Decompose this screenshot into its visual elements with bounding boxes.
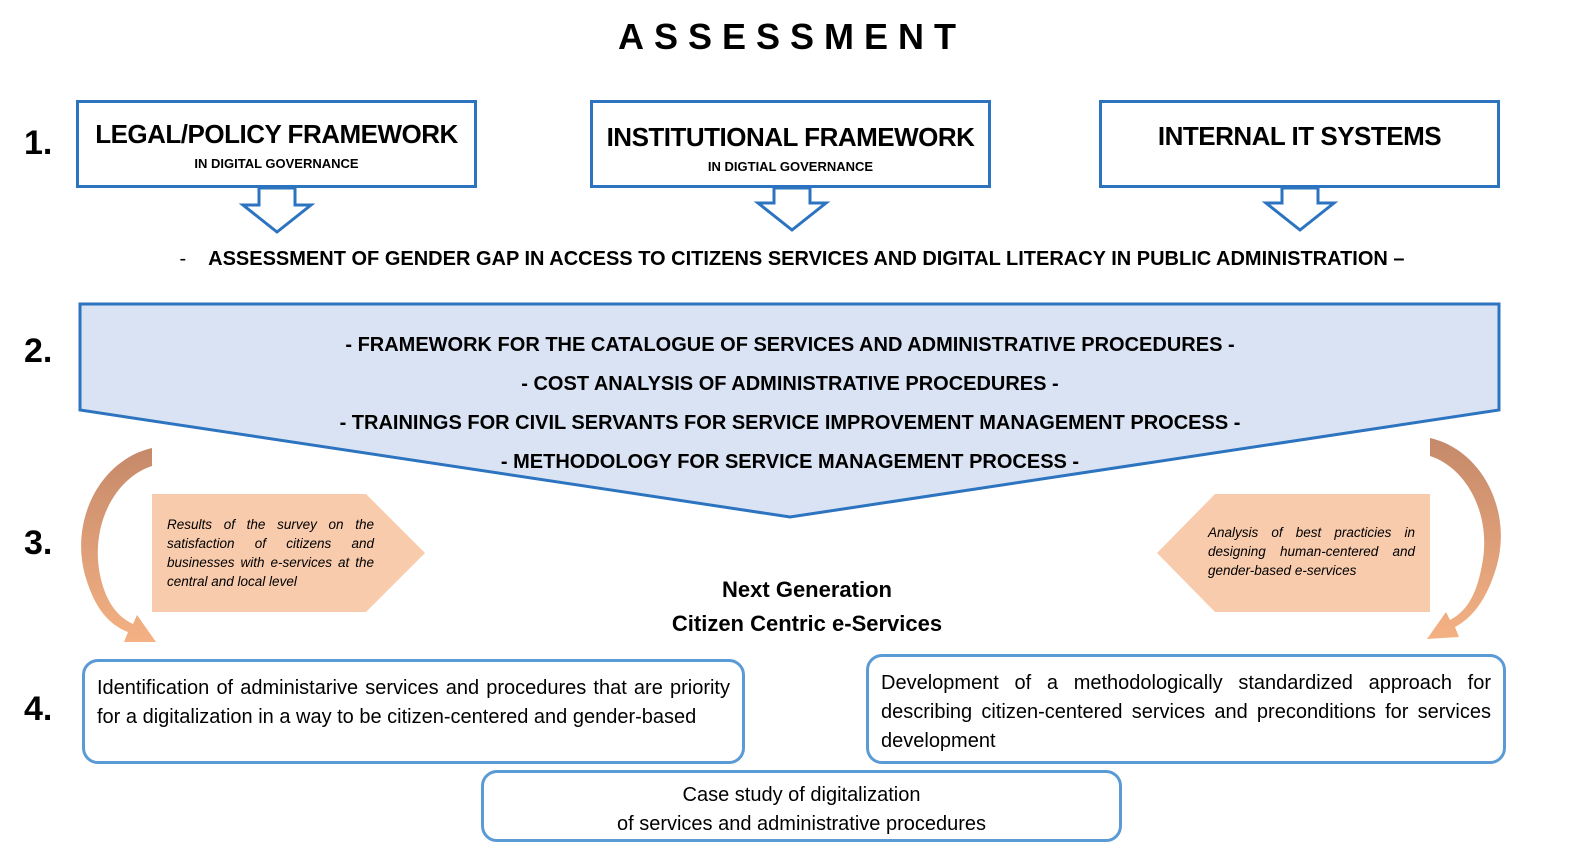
- framework-subtitle: IN DIGTIAL GOVERNANCE: [707, 159, 874, 174]
- step-number-3: 3.: [24, 524, 53, 562]
- right-curved-arrow: [1427, 438, 1501, 639]
- step2-item: - FRAMEWORK FOR THE CATALOGUE OF SERVICE…: [345, 334, 1235, 356]
- survey-results-note: Results of the survey on the satisfactio…: [167, 517, 374, 589]
- step2-item: - METHODOLOGY FOR SERVICE MANAGEMENT PRO…: [500, 451, 1080, 473]
- next-generation-label: Next Generation Citizen Centric e-Servic…: [607, 577, 1007, 637]
- step-number-1: 1.: [24, 124, 53, 162]
- step-number-2: 2.: [24, 332, 53, 370]
- right-note-shape: [1157, 494, 1430, 612]
- step2-funnel: [78, 302, 1501, 519]
- framework-title: INTERNAL IT SYSTEMS: [1157, 121, 1442, 151]
- left-note-shape: [152, 494, 425, 612]
- gender-gap-dash: -: [179, 248, 187, 270]
- outcome-development-text: Development of a methodologically standa…: [881, 672, 1491, 752]
- step-number-4: 4.: [24, 690, 53, 728]
- framework-title: INSTITUTIONAL FRAMEWORK: [606, 122, 975, 152]
- case-study-line1: Case study of digitalization: [682, 784, 921, 806]
- left-curved-arrow: [81, 448, 156, 642]
- framework-box-internal-it: INTERNAL IT SYSTEMS: [1099, 100, 1500, 188]
- framework-title: LEGAL/POLICY FRAMEWORK: [95, 119, 458, 149]
- outcome-box-identification: Identification of administarive services…: [82, 659, 745, 764]
- framework-box-institutional: INSTITUTIONAL FRAMEWORK IN DIGTIAL GOVER…: [590, 100, 991, 188]
- case-study-line2: of services and administrative procedure…: [616, 813, 987, 835]
- down-arrow-3: [1261, 186, 1339, 232]
- outcome-identification-text: Identification of administarive services…: [97, 677, 730, 728]
- step2-item-list: - FRAMEWORK FOR THE CATALOGUE OF SERVICE…: [80, 330, 1500, 486]
- next-generation-line1: Next Generation: [722, 577, 892, 602]
- gender-gap-assessment: -ASSESSMENT OF GENDER GAP IN ACCESS TO C…: [0, 248, 1584, 271]
- gender-gap-text: ASSESSMENT OF GENDER GAP IN ACCESS TO CI…: [208, 248, 1405, 270]
- next-generation-line2: Citizen Centric e-Services: [671, 611, 943, 636]
- outcome-box-development: Development of a methodologically standa…: [866, 654, 1506, 764]
- down-arrow-1: [238, 186, 316, 234]
- page-title: ASSESSMENT: [617, 16, 967, 57]
- down-arrow-2: [753, 186, 831, 232]
- step2-item: - COST ANALYSIS OF ADMINISTRATIVE PROCED…: [521, 373, 1059, 395]
- framework-box-legal-policy: LEGAL/POLICY FRAMEWORK IN DIGITAL GOVERN…: [76, 100, 477, 188]
- best-practices-note: Analysis of best practicies in designing…: [1208, 525, 1415, 578]
- outcome-box-case-study: Case study of digitalization of services…: [481, 770, 1122, 842]
- step2-item: - TRAININGS FOR CIVIL SERVANTS FOR SERVI…: [339, 412, 1241, 434]
- framework-subtitle: IN DIGITAL GOVERNANCE: [194, 156, 359, 171]
